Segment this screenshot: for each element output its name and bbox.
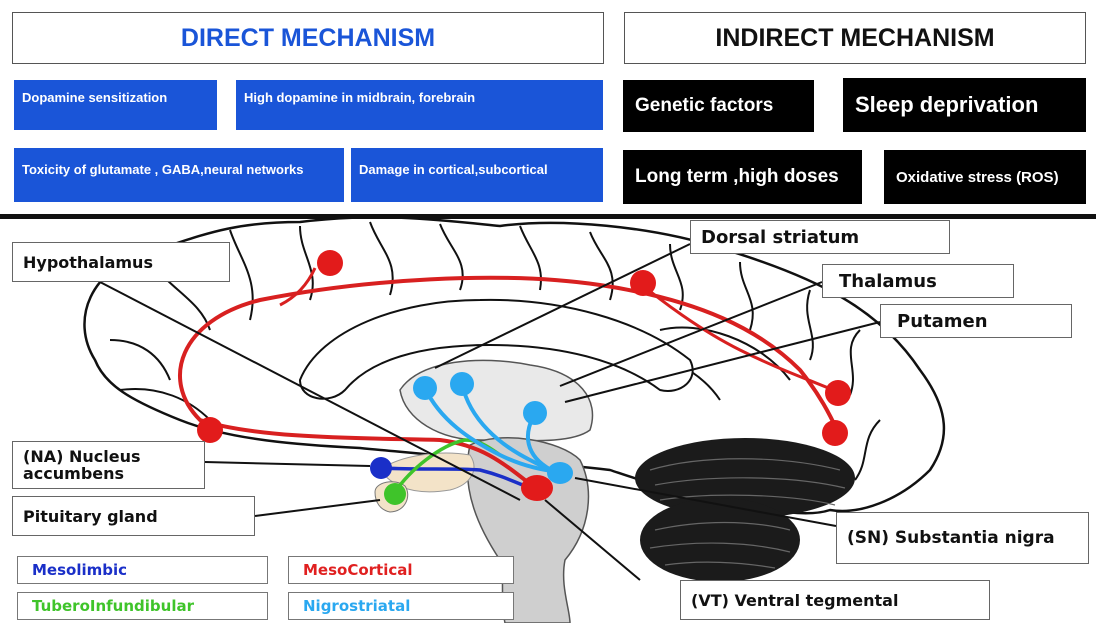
label-nucleus-accumbens: (NA) Nucleus accumbens [12, 441, 205, 489]
label-pituitary-gland: Pituitary gland [12, 496, 255, 536]
red-node [630, 270, 656, 296]
lightblue-node [413, 376, 437, 400]
legend-mesocortical: MesoCortical [288, 556, 514, 584]
label-putamen: Putamen [880, 304, 1072, 338]
red-node [197, 417, 223, 443]
legend-nigrostriatal: Nigrostriatal [288, 592, 514, 620]
red-node [822, 420, 848, 446]
lightblue-node [523, 401, 547, 425]
label-thalamus: Thalamus [822, 264, 1014, 298]
lightblue-node [450, 372, 474, 396]
red-node [825, 380, 851, 406]
blue-node [370, 457, 392, 479]
legend-tuberoinfundibular: TuberoInfundibular [17, 592, 268, 620]
red-node-vt [521, 475, 553, 501]
label-substantia-nigra: (SN) Substantia nigra [836, 512, 1089, 564]
lightblue-node-sn [547, 462, 573, 484]
label-hypothalamus: Hypothalamus [12, 242, 230, 282]
red-node [317, 250, 343, 276]
legend-mesolimbic: Mesolimbic [17, 556, 268, 584]
green-node [384, 483, 406, 505]
label-dorsal-striatum: Dorsal striatum [690, 220, 950, 254]
label-ventral-tegmental: (VT) Ventral tegmental [680, 580, 990, 620]
